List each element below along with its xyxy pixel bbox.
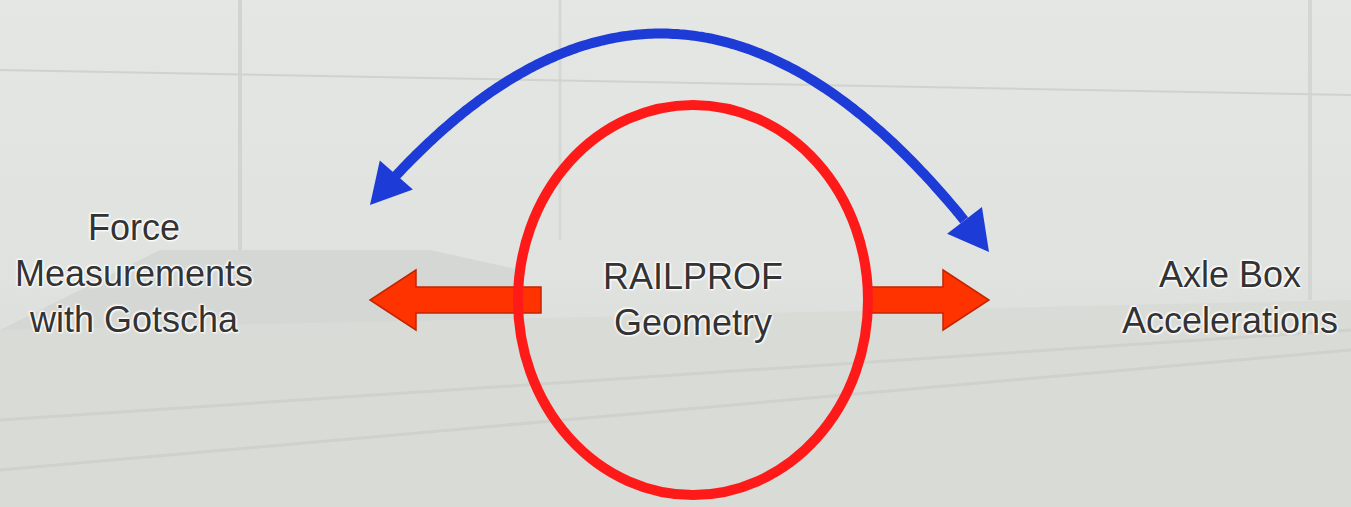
- arrow-head: [947, 207, 989, 252]
- text-node: Axle Box Accelerations: [989, 252, 1345, 344]
- catenary-wire: [0, 70, 1351, 95]
- catenary-mast: [559, 0, 562, 240]
- block-arrow: [869, 270, 989, 330]
- connector: [370, 34, 989, 253]
- circle-ring: [518, 105, 868, 495]
- catenary-mast: [1308, 0, 1312, 300]
- rail: [0, 330, 1351, 420]
- text-node: Force Measurements with Gotscha: [4, 205, 370, 343]
- process-circle: RAILPROF Geometry: [513, 100, 873, 500]
- node-label: RAILPROF Geometry: [588, 254, 798, 346]
- arc-line: [395, 34, 964, 221]
- node-label: Force Measurements with Gotscha: [4, 205, 264, 343]
- circle-outline: [513, 100, 873, 500]
- arrow-head: [370, 160, 413, 205]
- rail: [0, 350, 1351, 470]
- node-label: Axle Box Accelerations: [1115, 252, 1345, 344]
- connector: [869, 270, 989, 330]
